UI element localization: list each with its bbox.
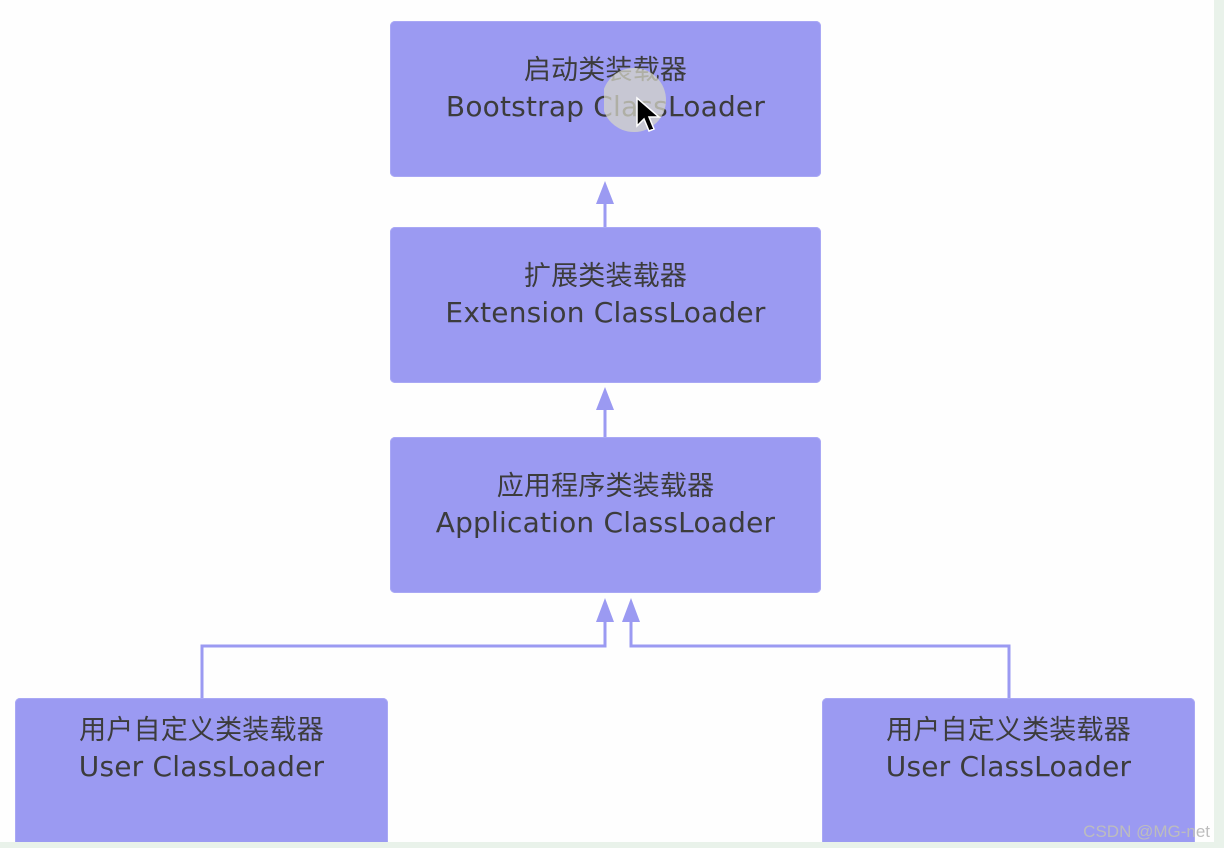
arrowhead-application-right [622, 598, 640, 622]
node-user-left-label-zh: 用户自定义类装载器 [79, 715, 324, 746]
arrowhead-extension [596, 387, 614, 410]
watermark-text: CSDN @MG-net [1083, 822, 1210, 841]
node-user-classloader-left: 用户自定义类装载器 User ClassLoader [15, 698, 388, 848]
node-user-right-label-zh: 用户自定义类装载器 [886, 715, 1131, 746]
arrowhead-bootstrap [596, 181, 614, 204]
node-user-right-label-en: User ClassLoader [885, 750, 1132, 783]
edge-user-right-to-application [629, 620, 1011, 698]
bottom-edge-strip [0, 842, 1224, 848]
arrow-pointer-icon [604, 68, 666, 132]
node-user-left-label-en: User ClassLoader [78, 750, 325, 783]
edge-user-left-to-application [200, 620, 607, 698]
right-edge-strip [1214, 0, 1224, 848]
node-user-classloader-right: 用户自定义类装载器 User ClassLoader [822, 698, 1195, 848]
node-application-label-zh: 应用程序类装载器 [496, 471, 715, 502]
node-application-classloader: 应用程序类装载器 Application ClassLoader [390, 437, 821, 593]
arrowhead-application-left [596, 598, 614, 622]
node-application-label-en: Application ClassLoader [435, 506, 776, 539]
node-bootstrap-classloader: 启动类装载器 Bootstrap ClassLoader [390, 21, 821, 177]
node-bootstrap-label-zh: 启动类装载器 [523, 55, 688, 86]
node-extension-classloader: 扩展类装载器 Extension ClassLoader [390, 227, 821, 383]
node-extension-label-en: Extension ClassLoader [445, 296, 766, 329]
node-extension-label-zh: 扩展类装载器 [523, 261, 688, 292]
